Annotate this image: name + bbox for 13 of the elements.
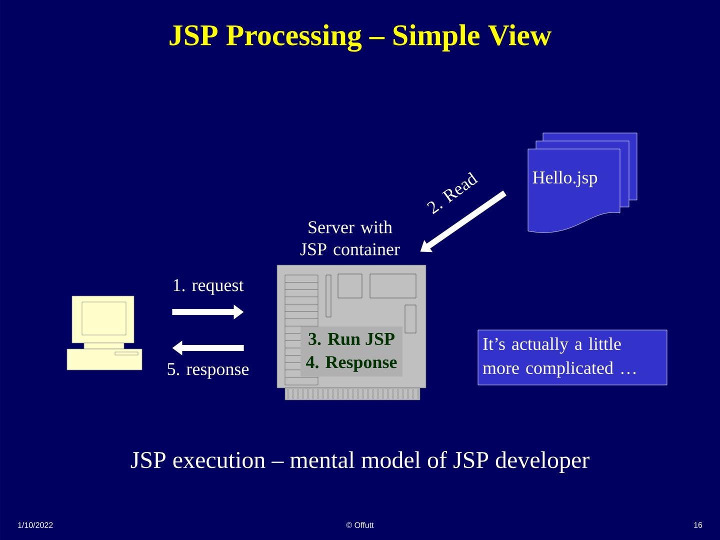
copyright-text: © Offutt [346,522,374,528]
page-number: 16 [694,522,702,528]
document-stack: Hello.jsp [528,132,638,233]
computer-drawing [66,296,142,370]
date-text: 1/10/2022 [18,522,53,528]
step-label: 4. Response [300,352,402,376]
edge-label: 1. request [174,279,244,295]
node-label: Server with JSP container [300,220,400,256]
caption-text: JSP execution – mental model of JSP developer [130,451,590,473]
step-label: 3. Run JSP [300,326,402,352]
note-box: It’s actually a little more complicated … [478,330,668,386]
edge-label: 5. response [168,363,249,379]
title: JSP Processing – Simple View [170,24,552,52]
